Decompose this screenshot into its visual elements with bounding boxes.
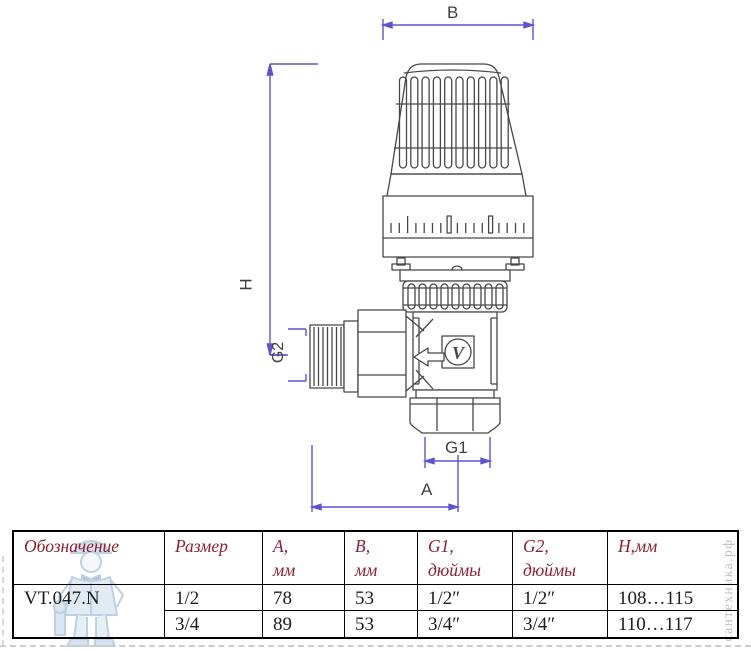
table-row-2-size: 3/4 [165, 611, 263, 637]
dim-label-b: B [447, 3, 459, 22]
col-header-line2: мм [355, 560, 378, 580]
col-header-a: A, мм [263, 532, 345, 585]
dim-label-a: A [421, 480, 433, 499]
col-header-line1: Обозначение [24, 536, 120, 556]
col-header-line1: Н,мм [618, 536, 658, 556]
union-cone [405, 315, 425, 392]
watermark-dashed-line-bottom [0, 645, 751, 647]
table-row-1-a: 78 [263, 585, 345, 611]
valve-body-edges [413, 317, 497, 385]
outlet-nut-facets [410, 398, 500, 431]
table-row-2-g1: 3/4″ [418, 611, 513, 637]
dim-a-lines [311, 445, 459, 512]
col-header-line1: Размер [175, 536, 228, 556]
col-header-designation: Обозначение [14, 532, 165, 585]
dim-g1-arrow-right [480, 457, 493, 465]
table-row-2-g2: 3/4″ [513, 611, 608, 637]
outlet-nut [409, 397, 501, 434]
col-header-size: Размер [165, 532, 263, 585]
dim-h-arrow-bottom [266, 343, 274, 356]
dim-h-lines [269, 63, 318, 356]
ribbed-nut-ribs [407, 283, 504, 310]
dim-label-h: H [236, 278, 256, 291]
dim-a-arrow-left [309, 503, 322, 511]
dim-b-arrow-right [523, 21, 536, 29]
brand-plate [441, 335, 475, 369]
table-row-1-h: 108…115 [608, 585, 737, 611]
table-row-2-h: 110…117 [618, 614, 693, 635]
male-thread-hatch [313, 327, 342, 386]
table-row-1-b: 53 [345, 585, 418, 611]
col-header-line2: дюймы [428, 560, 481, 580]
union-nut [357, 309, 407, 398]
valve-body-chamfers [415, 318, 434, 390]
dim-b-arrow-left [380, 21, 393, 29]
head-scale-ticks [390, 215, 525, 234]
valve-technical-drawing: V [266, 19, 536, 512]
ribbed-nut-bands [403, 287, 507, 306]
col-header-line1: G2, [523, 536, 549, 556]
designation-cell: VT.047.N [14, 585, 165, 637]
col-header-g1: G1, дюймы [418, 532, 513, 585]
union-nut-facets [358, 331, 406, 376]
head-feet [391, 257, 525, 271]
col-header-h: Н,мм [608, 532, 737, 585]
flow-arrow-icon [413, 347, 445, 367]
brand-circle [444, 338, 472, 366]
head-dome-tie-lines [394, 103, 512, 149]
col-header-g2: G2, дюймы [513, 532, 608, 585]
dim-g2-lines [270, 328, 307, 382]
head-dome-cap-line [403, 69, 502, 74]
table-row-1-size: 1/2 [165, 585, 263, 611]
table-row-2-a: 89 [263, 611, 345, 637]
table-row-2-b: 53 [345, 611, 418, 637]
dim-h-arrow-top [266, 63, 274, 76]
head-ribs [398, 76, 509, 169]
brand-v-logo: V [452, 343, 466, 363]
col-header-b: B, мм [345, 532, 418, 585]
collar-notch [451, 265, 463, 271]
table-row-1-g1: 1/2″ [418, 585, 513, 611]
spec-table: Обозначение Размер A, мм B, мм G1, дюймы… [12, 530, 739, 639]
table-row-1-g2: 1/2″ [513, 585, 608, 611]
watermark-dashed-line-left [2, 556, 4, 646]
col-header-line2: мм [273, 560, 296, 580]
col-header-line1: G1, [428, 536, 454, 556]
dim-label-g1: G1 [445, 438, 468, 457]
col-header-line2: дюймы [523, 560, 576, 580]
col-header-line1: B, [355, 536, 371, 556]
dim-b-lines [382, 19, 534, 40]
thread-flange [343, 320, 359, 393]
outlet-collar [415, 389, 495, 399]
dim-g1-arrow-left [422, 457, 435, 465]
head-neck [386, 173, 527, 197]
col-header-line1: A, [273, 536, 289, 556]
collar [399, 269, 511, 282]
dim-label-g2: G2 [270, 341, 288, 364]
dim-a-arrow-right [448, 503, 461, 511]
